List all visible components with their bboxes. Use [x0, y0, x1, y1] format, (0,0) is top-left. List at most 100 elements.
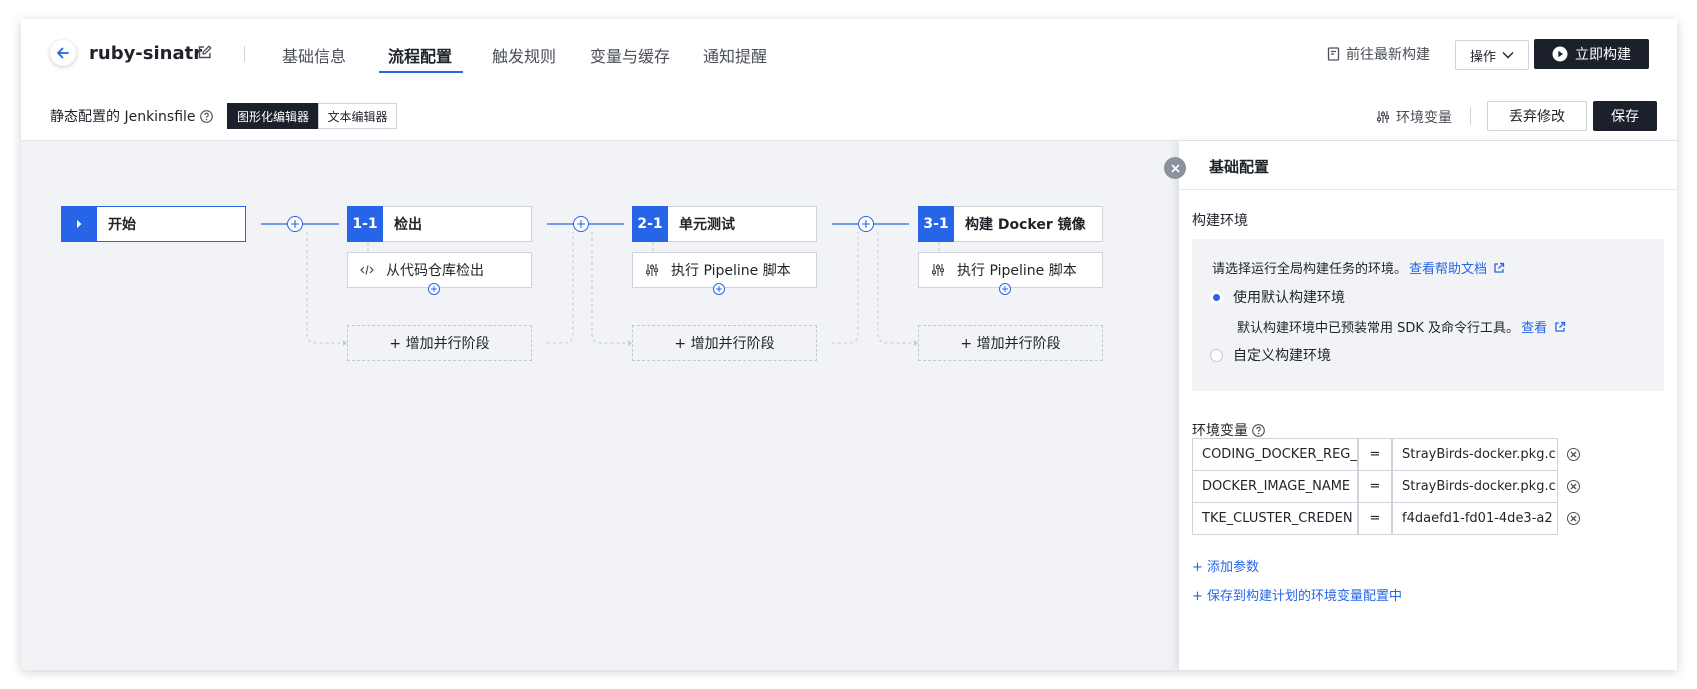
build-env-label: 构建环境 [1192, 213, 1248, 229]
tab-trigger-rules[interactable]: 触发规则 [492, 47, 557, 66]
help-doc-link[interactable]: 查看帮助文档 [1409, 262, 1488, 277]
add-step-button[interactable] [713, 283, 725, 295]
stage-build-docker-image[interactable]: 3-1 构建 Docker 镜像 [918, 205, 1103, 242]
step-label: 从代码仓库检出 [386, 263, 484, 279]
remove-circle-icon[interactable] [1567, 448, 1580, 461]
toolbar-divider [1470, 107, 1471, 125]
radio-checked-icon [1210, 290, 1223, 304]
env-vars-section-text: 环境变量 [1192, 423, 1248, 439]
close-icon [1170, 163, 1180, 173]
header-divider [244, 46, 245, 62]
sliders-icon [931, 263, 945, 277]
stage-name: 检出 [394, 217, 422, 233]
build-now-button[interactable]: 立即构建 [1534, 39, 1649, 69]
latest-build-link[interactable]: 前往最新构建 [1327, 44, 1430, 64]
equals-sign: = [1358, 470, 1392, 503]
env-vars-label: 环境变量 [1396, 110, 1452, 126]
add-stage-button[interactable] [573, 216, 589, 232]
env-var-key-input[interactable]: DOCKER_IMAGE_NAME [1192, 470, 1358, 503]
tab-notifications[interactable]: 通知提醒 [703, 47, 768, 66]
editor-toolbar: 静态配置的 Jenkinsfile 图形化编辑器 文本编辑器 环境变量 丢弃修改… [21, 89, 1677, 141]
stage-number: 3-1 [918, 205, 954, 242]
default-env-description: 默认构建环境中已预装常用 SDK 及命令行工具。 查看 [1237, 317, 1566, 336]
remove-circle-icon[interactable] [1567, 480, 1580, 493]
project-name: ruby-sinatr [89, 43, 203, 64]
chevron-down-icon [1502, 52, 1514, 59]
env-desc-text: 请选择运行全局构建任务的环境。 [1212, 262, 1408, 277]
step-run-pipeline-script[interactable]: 执行 Pipeline 脚本 [632, 252, 817, 288]
stage-unit-test[interactable]: 2-1 单元测试 [632, 205, 817, 242]
view-link[interactable]: 查看 [1521, 321, 1548, 336]
edit-icon[interactable] [197, 45, 212, 60]
env-var-key-input[interactable]: TKE_CLUSTER_CREDEN [1192, 502, 1358, 535]
stage-checkout[interactable]: 1-1 检出 [347, 205, 532, 242]
start-marker [61, 205, 97, 242]
add-parallel-stage-button[interactable]: + 增加并行阶段 [347, 325, 532, 361]
plus-icon [291, 220, 299, 228]
step-label: 执行 Pipeline 脚本 [671, 263, 791, 279]
stage-name: 构建 Docker 镜像 [965, 217, 1086, 233]
save-button[interactable]: 保存 [1593, 101, 1657, 131]
static-config-label: 静态配置的 Jenkinsfile [50, 106, 213, 126]
env-var-key-input[interactable]: CODING_DOCKER_REG_ [1192, 438, 1358, 471]
close-panel-button[interactable] [1164, 157, 1186, 179]
stage-name: 单元测试 [679, 217, 735, 233]
caret-right-icon [77, 219, 82, 228]
env-vars-link[interactable]: 环境变量 [1376, 107, 1452, 127]
tab-basic-info[interactable]: 基础信息 [282, 47, 347, 66]
radio-default-label: 使用默认构建环境 [1233, 290, 1345, 306]
sliders-icon [1376, 111, 1390, 123]
env-var-value-input[interactable]: f4daefd1-fd01-4de3-a2 [1392, 502, 1558, 535]
plus-icon [1002, 286, 1008, 292]
stage-number: 1-1 [347, 205, 383, 242]
radio-custom-env[interactable]: 自定义构建环境 [1210, 345, 1331, 365]
app-window: ruby-sinatr 基础信息 流程配置 触发规则 变量与缓存 通知提醒 前往… [21, 19, 1677, 670]
radio-default-env[interactable]: 使用默认构建环境 [1210, 287, 1345, 307]
operations-dropdown[interactable]: 操作 [1455, 40, 1529, 70]
tab-pipeline-config[interactable]: 流程配置 [388, 47, 453, 66]
save-to-plan-link[interactable]: + 保存到构建计划的环境变量配置中 [1192, 589, 1403, 604]
text-editor-toggle[interactable]: 文本编辑器 [318, 103, 397, 129]
discard-changes-button[interactable]: 丢弃修改 [1487, 101, 1587, 131]
add-param-link[interactable]: + 添加参数 [1192, 560, 1260, 575]
step-checkout-repo[interactable]: 从代码仓库检出 [347, 252, 532, 288]
step-label: 执行 Pipeline 脚本 [957, 263, 1077, 279]
add-parallel-stage-button[interactable]: + 增加并行阶段 [632, 325, 817, 361]
build-now-label: 立即构建 [1575, 47, 1631, 63]
help-icon[interactable] [199, 109, 213, 123]
help-icon[interactable] [1252, 423, 1265, 437]
arrow-left-icon [57, 47, 69, 59]
panel-divider [1179, 189, 1677, 190]
env-var-value-input[interactable]: StrayBirds-docker.pkg.c [1392, 438, 1558, 471]
stage-start[interactable]: 开始 [61, 205, 246, 242]
plus-icon [716, 286, 722, 292]
build-env-box: 请选择运行全局构建任务的环境。 查看帮助文档 使用默认构建环境 默认构建环境中已… [1192, 239, 1664, 391]
start-label: 开始 [108, 217, 136, 233]
add-parallel-stage-button[interactable]: + 增加并行阶段 [918, 325, 1103, 361]
plus-icon [577, 220, 585, 228]
radio-unchecked-icon [1210, 348, 1223, 362]
equals-sign: = [1358, 438, 1392, 471]
env-description: 请选择运行全局构建任务的环境。 查看帮助文档 [1212, 258, 1505, 277]
external-link-icon[interactable] [1493, 262, 1505, 274]
step-run-pipeline-script[interactable]: 执行 Pipeline 脚本 [918, 252, 1103, 288]
top-header: ruby-sinatr 基础信息 流程配置 触发规则 变量与缓存 通知提醒 前往… [21, 19, 1677, 90]
add-step-button[interactable] [999, 283, 1011, 295]
add-stage-button[interactable] [287, 216, 303, 232]
latest-build-label: 前往最新构建 [1346, 47, 1430, 63]
operations-label: 操作 [1469, 49, 1496, 65]
document-icon [1327, 47, 1340, 61]
graphical-editor-toggle[interactable]: 图形化编辑器 [227, 103, 319, 129]
back-button[interactable] [50, 40, 76, 66]
play-icon [1552, 46, 1568, 62]
basic-config-panel: 基础配置 构建环境 请选择运行全局构建任务的环境。 查看帮助文档 使用默认构建环… [1178, 141, 1677, 670]
external-link-icon[interactable] [1554, 321, 1566, 333]
tab-vars-cache[interactable]: 变量与缓存 [590, 47, 671, 66]
env-var-value-input[interactable]: StrayBirds-docker.pkg.c [1392, 470, 1558, 503]
remove-circle-icon[interactable] [1567, 512, 1580, 525]
panel-title: 基础配置 [1209, 158, 1270, 176]
add-stage-button[interactable] [858, 216, 874, 232]
default-desc-text: 默认构建环境中已预装常用 SDK 及命令行工具。 [1237, 321, 1520, 336]
add-step-button[interactable] [428, 283, 440, 295]
code-icon [360, 264, 374, 276]
